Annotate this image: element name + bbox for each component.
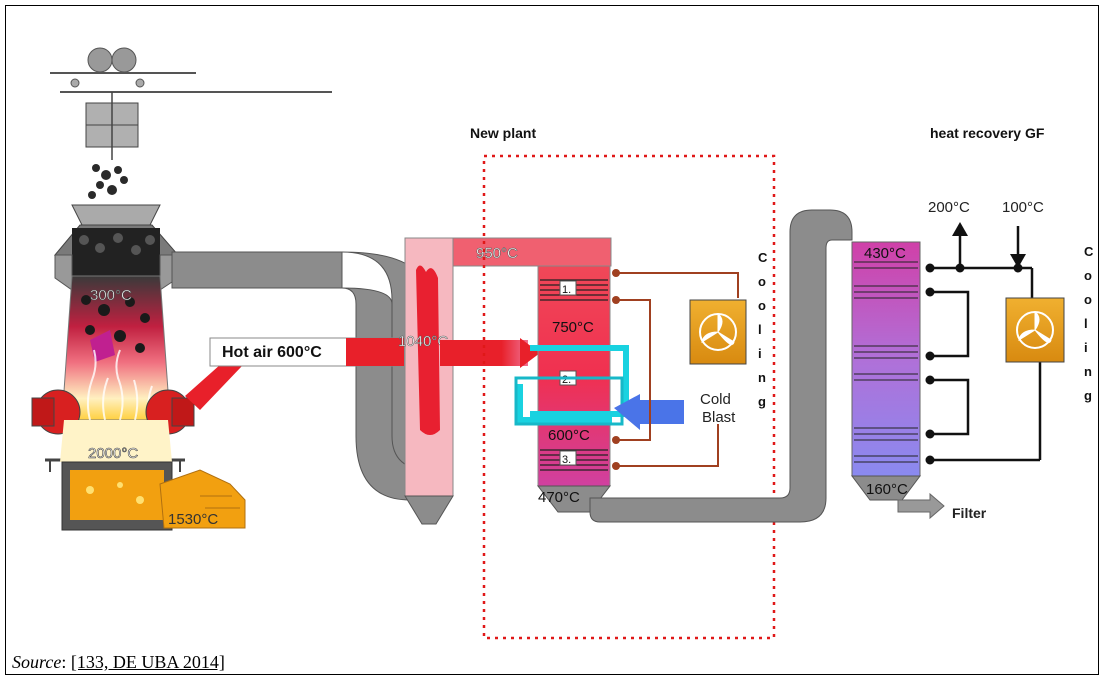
temp-100: 100°C — [1002, 199, 1044, 216]
svg-text:C: C — [1084, 244, 1094, 259]
temp-430: 430°C — [864, 245, 906, 262]
source-citation: Source: [133, DE UBA 2014] — [12, 652, 225, 673]
source-separator: : — [61, 652, 71, 672]
temp-2000: 2000°C — [88, 445, 138, 462]
temp-600: 600°C — [548, 427, 590, 444]
gas-duct-2 — [590, 210, 852, 522]
svg-text:o: o — [1084, 292, 1092, 307]
cold-blast-label-line2: Blast — [702, 409, 736, 426]
temp-1530: 1530°C — [168, 511, 218, 528]
svg-text:n: n — [758, 370, 766, 385]
filter-label: Filter — [952, 505, 987, 521]
temp-300: 300°C — [90, 287, 132, 304]
svg-text:l: l — [758, 322, 762, 337]
svg-text:o: o — [758, 274, 766, 289]
heat-exchanger-tower — [538, 266, 610, 512]
fan-cooler-icon — [690, 300, 746, 364]
svg-text:i: i — [758, 346, 762, 361]
cooling-label-right: C o o l i n g — [1084, 244, 1094, 403]
svg-text:l: l — [1084, 316, 1088, 331]
source-prefix: Source — [12, 652, 61, 672]
temp-750: 750°C — [552, 319, 594, 336]
conveyor-roller-icon — [112, 48, 136, 72]
outflow-arrow-icon — [952, 222, 968, 236]
svg-text:o: o — [1084, 268, 1092, 283]
temp-950: 950°C — [476, 245, 518, 262]
svg-text:o: o — [758, 298, 766, 313]
svg-text:g: g — [758, 394, 766, 409]
fan-cooler-recovery-icon — [1006, 298, 1064, 362]
stage-2-label: 2. — [562, 374, 571, 386]
coke-material-icon — [88, 164, 128, 199]
temp-200: 200°C — [928, 199, 970, 216]
svg-text:g: g — [1084, 388, 1092, 403]
hopper — [72, 205, 160, 225]
heat-recovery-label: heat recovery GF — [930, 125, 1045, 141]
svg-text:i: i — [1084, 340, 1088, 355]
temp-160: 160°C — [866, 481, 908, 498]
cold-blast-label-line1: Cold — [700, 391, 731, 408]
conveyor-roller-icon — [88, 48, 112, 72]
shaft-furnace — [32, 48, 332, 530]
cooling-label-left: C o o l i n g — [758, 250, 768, 409]
svg-text:C: C — [758, 250, 768, 265]
heat-recovery-unit — [852, 242, 920, 500]
new-plant-label: New plant — [470, 125, 536, 141]
source-reference-link[interactable]: [133, DE UBA 2014] — [71, 652, 225, 672]
temp-470: 470°C — [538, 489, 580, 506]
stage-3-label: 3. — [562, 454, 571, 466]
hot-air-label: Hot air 600°C — [222, 344, 322, 361]
hot-air-inlet — [346, 338, 404, 366]
svg-text:n: n — [1084, 364, 1092, 379]
stage-1-label: 1. — [562, 284, 571, 296]
